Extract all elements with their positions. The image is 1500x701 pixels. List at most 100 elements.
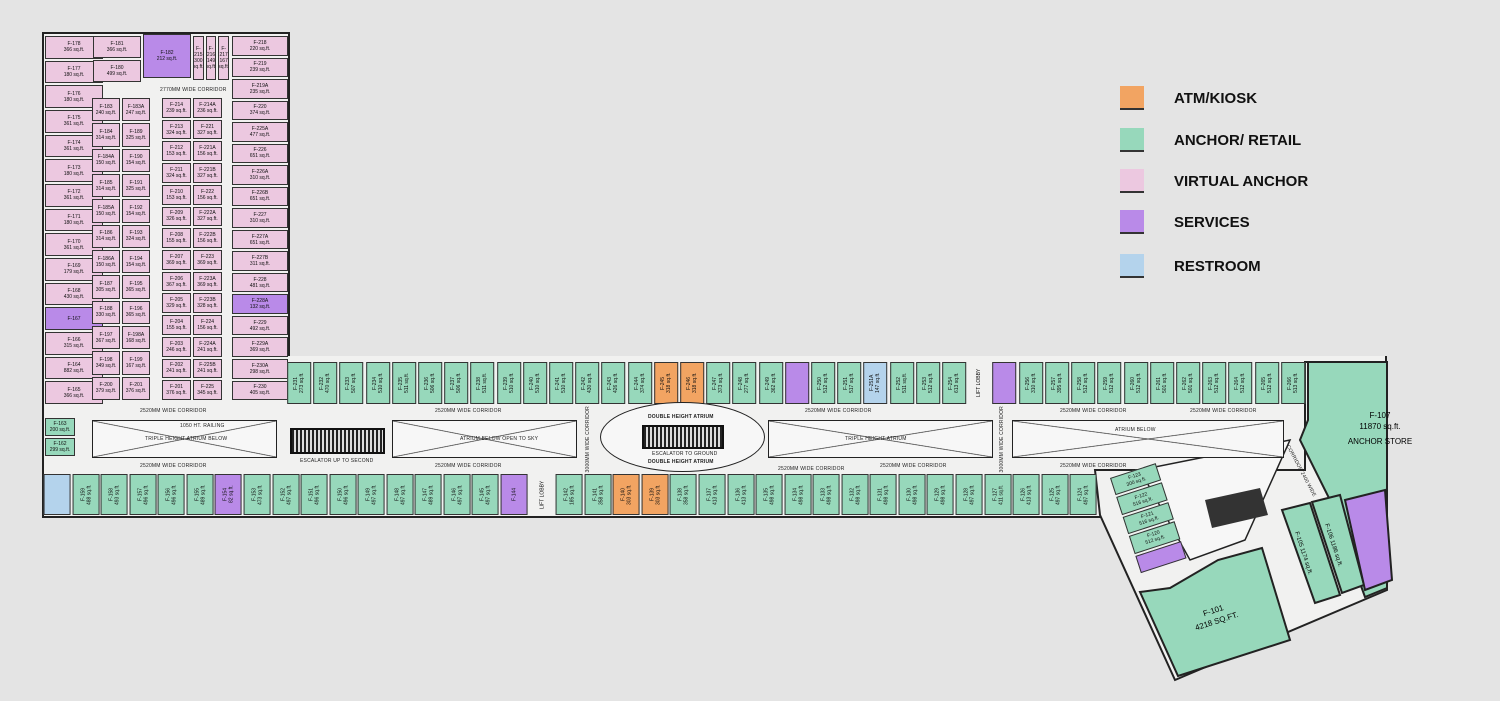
shop-area: 369 sq.ft. xyxy=(166,259,187,266)
shop-area: 247 sq.ft. xyxy=(125,109,147,116)
shop-id: F-217 xyxy=(219,46,228,58)
shop-id: F-196 xyxy=(129,306,143,313)
shop-id: F-260 xyxy=(1129,376,1136,390)
shop-id: F-226 xyxy=(253,147,267,154)
shop-id: F-221 xyxy=(200,123,215,130)
shop-id: F-204 xyxy=(169,318,184,325)
shop-area: 155 sq.ft. xyxy=(166,238,187,245)
shop-area: 361 sq.ft. xyxy=(63,121,85,128)
services-stair-east xyxy=(1343,488,1394,592)
shop-area: 369 sq.ft. xyxy=(249,347,271,354)
shop-area: 366 sq.ft. xyxy=(63,392,85,399)
legend-label: VIRTUAL ANCHOR xyxy=(1174,172,1309,190)
shop-id: F-256 xyxy=(1024,376,1031,390)
shop-id: F-180 xyxy=(110,65,124,71)
shop-id: F-195 xyxy=(129,280,143,287)
shop-area: 156 sq.ft. xyxy=(197,194,218,201)
shop-area: 497 sq.ft. xyxy=(285,484,292,505)
shop-id: F-199 xyxy=(129,356,143,363)
shop-lift-lobby: LIFT LOBBY xyxy=(968,362,990,404)
shop-area: 498 sq.ft. xyxy=(826,484,833,505)
shop-id: F-190 xyxy=(129,154,143,161)
shop-area: 277 sq.ft. xyxy=(744,372,751,394)
shop-area: 507 sq.ft. xyxy=(351,372,358,394)
shop-area: 497 sq.ft. xyxy=(969,484,976,505)
shop-area: 511 sq.ft. xyxy=(482,372,489,394)
shop-area: 369 sq.ft. xyxy=(197,281,218,288)
shop-area: 235 sq.ft. xyxy=(249,88,271,95)
shop-id: F-212 xyxy=(169,145,184,152)
shop-id: F-211 xyxy=(170,166,183,173)
shop-area: 498 sq.ft. xyxy=(940,484,947,505)
shop-id: F-168 xyxy=(67,288,81,295)
legend-swatch xyxy=(1120,128,1144,152)
shop-id: F-203 xyxy=(169,340,184,347)
shop-area: 430 sq.ft. xyxy=(587,372,594,394)
shop-id: F-244 xyxy=(633,376,640,390)
shop-id: F-185 xyxy=(99,179,113,186)
shop-id: F-253 xyxy=(921,376,928,390)
shop-area: 498 sq.ft. xyxy=(883,484,890,505)
shop-area: 310 sq.ft. xyxy=(249,218,271,225)
shop-area: 367 sq.ft. xyxy=(95,337,117,344)
shop-f-144: F-144 xyxy=(501,474,528,515)
legend-swatch xyxy=(1120,210,1144,234)
shop-id: F-187 xyxy=(99,280,113,287)
shop-id: F-198 xyxy=(99,356,113,363)
shop-id: F-229A xyxy=(251,341,269,348)
shop-id: F-146 xyxy=(451,487,458,502)
shop-area: 241 sq.ft. xyxy=(166,368,187,375)
shop-id: F-227 xyxy=(253,212,267,219)
shop-id: F-261 xyxy=(1155,376,1162,390)
shop-area: 365 sq.ft. xyxy=(125,286,147,293)
legend-swatch xyxy=(1120,254,1144,278)
shop-area: 882 sq.ft. xyxy=(63,368,85,375)
shop-id: F-155 xyxy=(194,487,201,502)
corridor-label-south-4: 2520MM WIDE CORRIDOR xyxy=(880,463,947,469)
triple-atrium-label: TRIPLE HEIGHT ATRIUM BELOW xyxy=(145,436,228,442)
shop-area: 200 sq.ft. xyxy=(49,427,71,433)
shop-area: 150 sq.ft. xyxy=(95,210,117,217)
shop-id: F-257 xyxy=(1050,376,1057,390)
shop-area: 496 sq.ft. xyxy=(314,484,321,505)
shop-id: F-224 xyxy=(200,318,215,325)
shop-area: 168 sq.ft. xyxy=(125,337,147,344)
shop-id: F-249 xyxy=(764,376,771,390)
shop-area: 497 sq.ft. xyxy=(457,484,464,505)
shop-id: F-132 xyxy=(849,487,856,502)
